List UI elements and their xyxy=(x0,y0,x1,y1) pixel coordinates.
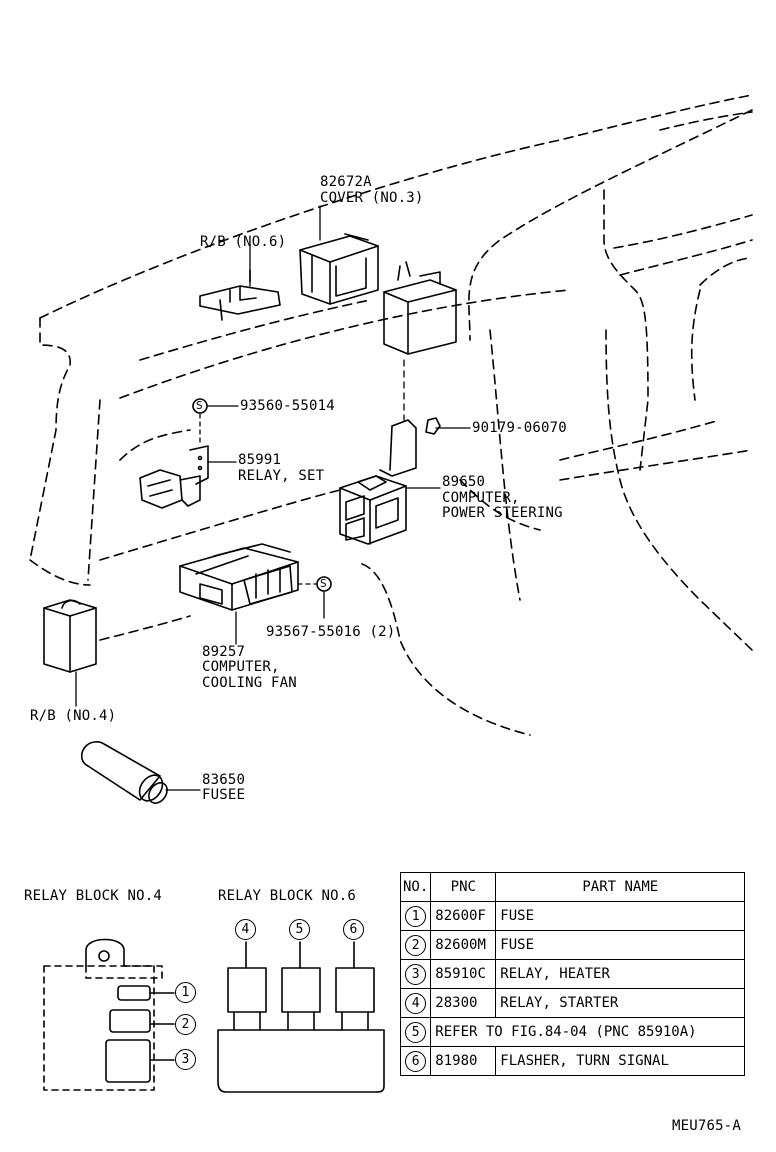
fusee-art xyxy=(80,741,168,804)
row-pnc: 82600F xyxy=(430,901,497,931)
nut-pnc: 90179-06070 xyxy=(472,420,567,436)
rb4-marker-2: 2 xyxy=(175,1014,196,1035)
table-row: 5 REFER TO FIG.84-04 (PNC 85910A) xyxy=(399,1017,746,1047)
screw-marker-2: S xyxy=(320,577,327,590)
rb6-marker-4: 4 xyxy=(235,919,256,940)
table-row: 2 82600M FUSE xyxy=(399,930,746,960)
cover-art xyxy=(299,233,379,305)
row-number: 5 xyxy=(405,1021,427,1043)
relay-box-art xyxy=(383,261,457,355)
row-pnc: 85910C xyxy=(430,959,497,989)
table-row: 4 28300 RELAY, STARTER xyxy=(399,988,746,1018)
cover-name: COVER (NO.3) xyxy=(320,190,424,206)
row-number: 1 xyxy=(405,905,427,927)
row-part-name: RELAY, STARTER xyxy=(495,988,746,1018)
cf-computer-name-1: COMPUTER, xyxy=(202,659,280,675)
row-part-name: FLASHER, TURN SIGNAL xyxy=(495,1046,746,1076)
relay-block-4-schematic xyxy=(43,938,175,1091)
row-number: 4 xyxy=(405,992,427,1014)
row-pnc: 82600M xyxy=(430,930,497,960)
rb6-connector-art xyxy=(199,269,281,321)
rb6-marker-6: 6 xyxy=(343,919,364,940)
fusee-pnc: 83650 xyxy=(202,772,246,788)
screw-1-pnc: 93560-55014 xyxy=(240,398,335,414)
parts-table: NO. PNC PART NAME 1 82600F FUSE 2 82600M… xyxy=(399,872,746,1076)
rb4-box-art xyxy=(43,599,97,673)
fusee-name: FUSEE xyxy=(202,787,246,803)
screw-2-pnc: 93567-55016 (2) xyxy=(266,624,396,640)
figure-code: MEU765-A xyxy=(672,1118,742,1134)
screw-symbols xyxy=(192,398,441,592)
cf-computer-art xyxy=(179,543,299,611)
row-number: 3 xyxy=(405,963,427,985)
header-no: NO. xyxy=(399,872,432,902)
table-row: 1 82600F FUSE xyxy=(399,901,746,931)
cf-computer-name-2: COOLING FAN xyxy=(202,675,297,691)
header-pnc: PNC xyxy=(430,872,497,902)
relay-block-6-title: RELAY BLOCK NO.6 xyxy=(218,888,357,904)
rb6-label: R/B (NO.6) xyxy=(200,234,287,250)
cover-pnc: 82672A xyxy=(320,174,372,190)
table-header-row: NO. PNC PART NAME xyxy=(399,872,746,902)
relay-block-6-schematic xyxy=(217,941,385,1093)
row-number: 2 xyxy=(405,934,427,956)
row-reference: REFER TO FIG.84-04 (PNC 85910A) xyxy=(430,1017,746,1047)
header-part-name: PART NAME xyxy=(495,872,746,902)
ps-computer-name-1: COMPUTER, xyxy=(442,490,520,506)
row-pnc: 28300 xyxy=(430,988,497,1018)
cf-computer-pnc: 89257 xyxy=(202,644,246,660)
ps-computer-name-2: POWER STEERING xyxy=(442,505,563,521)
ps-computer-art xyxy=(339,419,417,545)
ps-computer-pnc: 89650 xyxy=(442,474,486,490)
rb4-marker-1: 1 xyxy=(175,982,196,1003)
table-row: 3 85910C RELAY, HEATER xyxy=(399,959,746,989)
relay-set-name: RELAY, SET xyxy=(238,468,325,484)
row-number: 6 xyxy=(405,1050,427,1072)
row-pnc: 81980 xyxy=(430,1046,497,1076)
row-part-name: RELAY, HEATER xyxy=(495,959,746,989)
screw-marker-1: S xyxy=(196,399,203,412)
row-part-name: FUSE xyxy=(495,930,746,960)
row-part-name: FUSE xyxy=(495,901,746,931)
rb6-marker-5: 5 xyxy=(289,919,310,940)
rb4-label: R/B (NO.4) xyxy=(30,708,117,724)
table-row: 6 81980 FLASHER, TURN SIGNAL xyxy=(399,1046,746,1076)
relay-set-pnc: 85991 xyxy=(238,452,282,468)
relay-block-4-title: RELAY BLOCK NO.4 xyxy=(24,888,163,904)
vehicle-body-outline xyxy=(29,94,753,736)
rb4-marker-3: 3 xyxy=(175,1049,196,1070)
leader-lines xyxy=(75,205,471,791)
relay-set-art xyxy=(139,445,209,509)
